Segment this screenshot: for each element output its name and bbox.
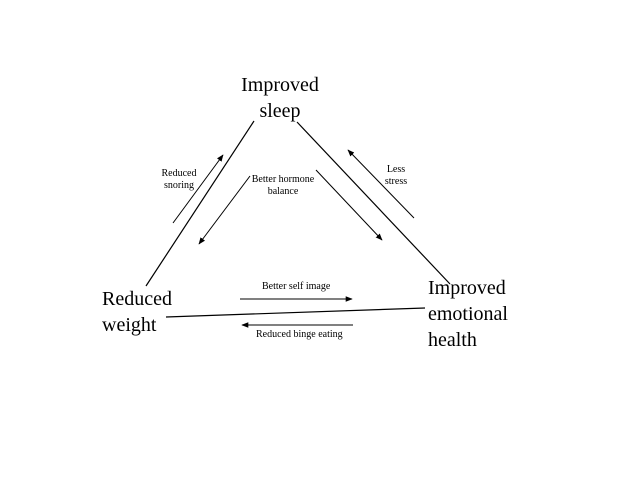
arrow-hormone-down-right xyxy=(315,169,383,241)
edge-weight-emotional xyxy=(165,307,426,318)
node-emotional-line-1: Improved xyxy=(428,277,506,299)
label-snoring-line-2: snoring xyxy=(164,180,194,191)
label-binge-line-1: Reduced binge eating xyxy=(256,329,343,340)
node-emotional-line-3: health xyxy=(428,329,477,351)
edge-sleep-emotional xyxy=(296,121,451,285)
node-improved-sleep: Improved sleep xyxy=(232,72,328,124)
label-better-hormone-balance: Better hormone balance xyxy=(246,174,320,198)
label-hormone-line-1: Better hormone xyxy=(251,174,315,185)
node-emotional-line-2: emotional xyxy=(428,303,508,325)
label-stress-line-2: stress xyxy=(384,176,408,187)
label-snoring-line-1: Reduced xyxy=(161,168,197,179)
arrow-snoring-up xyxy=(172,154,224,224)
node-reduced-weight: Reduced weight xyxy=(102,286,172,338)
node-sleep-line-2: sleep xyxy=(259,100,301,122)
label-less-stress: Less stress xyxy=(380,164,412,188)
node-sleep-line-1: Improved xyxy=(241,74,319,96)
arrow-stress-up xyxy=(347,149,415,219)
node-weight-line-2: weight xyxy=(102,314,157,336)
label-reduced-binge-eating: Reduced binge eating xyxy=(256,329,343,341)
node-improved-emotional-health: Improved emotional health xyxy=(428,275,508,353)
arrow-hormone-down-left xyxy=(198,175,251,245)
label-stress-line-1: Less xyxy=(386,164,406,175)
label-hormone-line-2: balance xyxy=(267,186,299,197)
node-weight-line-1: Reduced xyxy=(102,288,172,310)
label-self-image-line-1: Better self image xyxy=(262,281,331,292)
label-better-self-image: Better self image xyxy=(262,281,330,293)
edge-weight-sleep xyxy=(145,120,255,287)
label-reduced-snoring: Reduced snoring xyxy=(156,168,202,192)
